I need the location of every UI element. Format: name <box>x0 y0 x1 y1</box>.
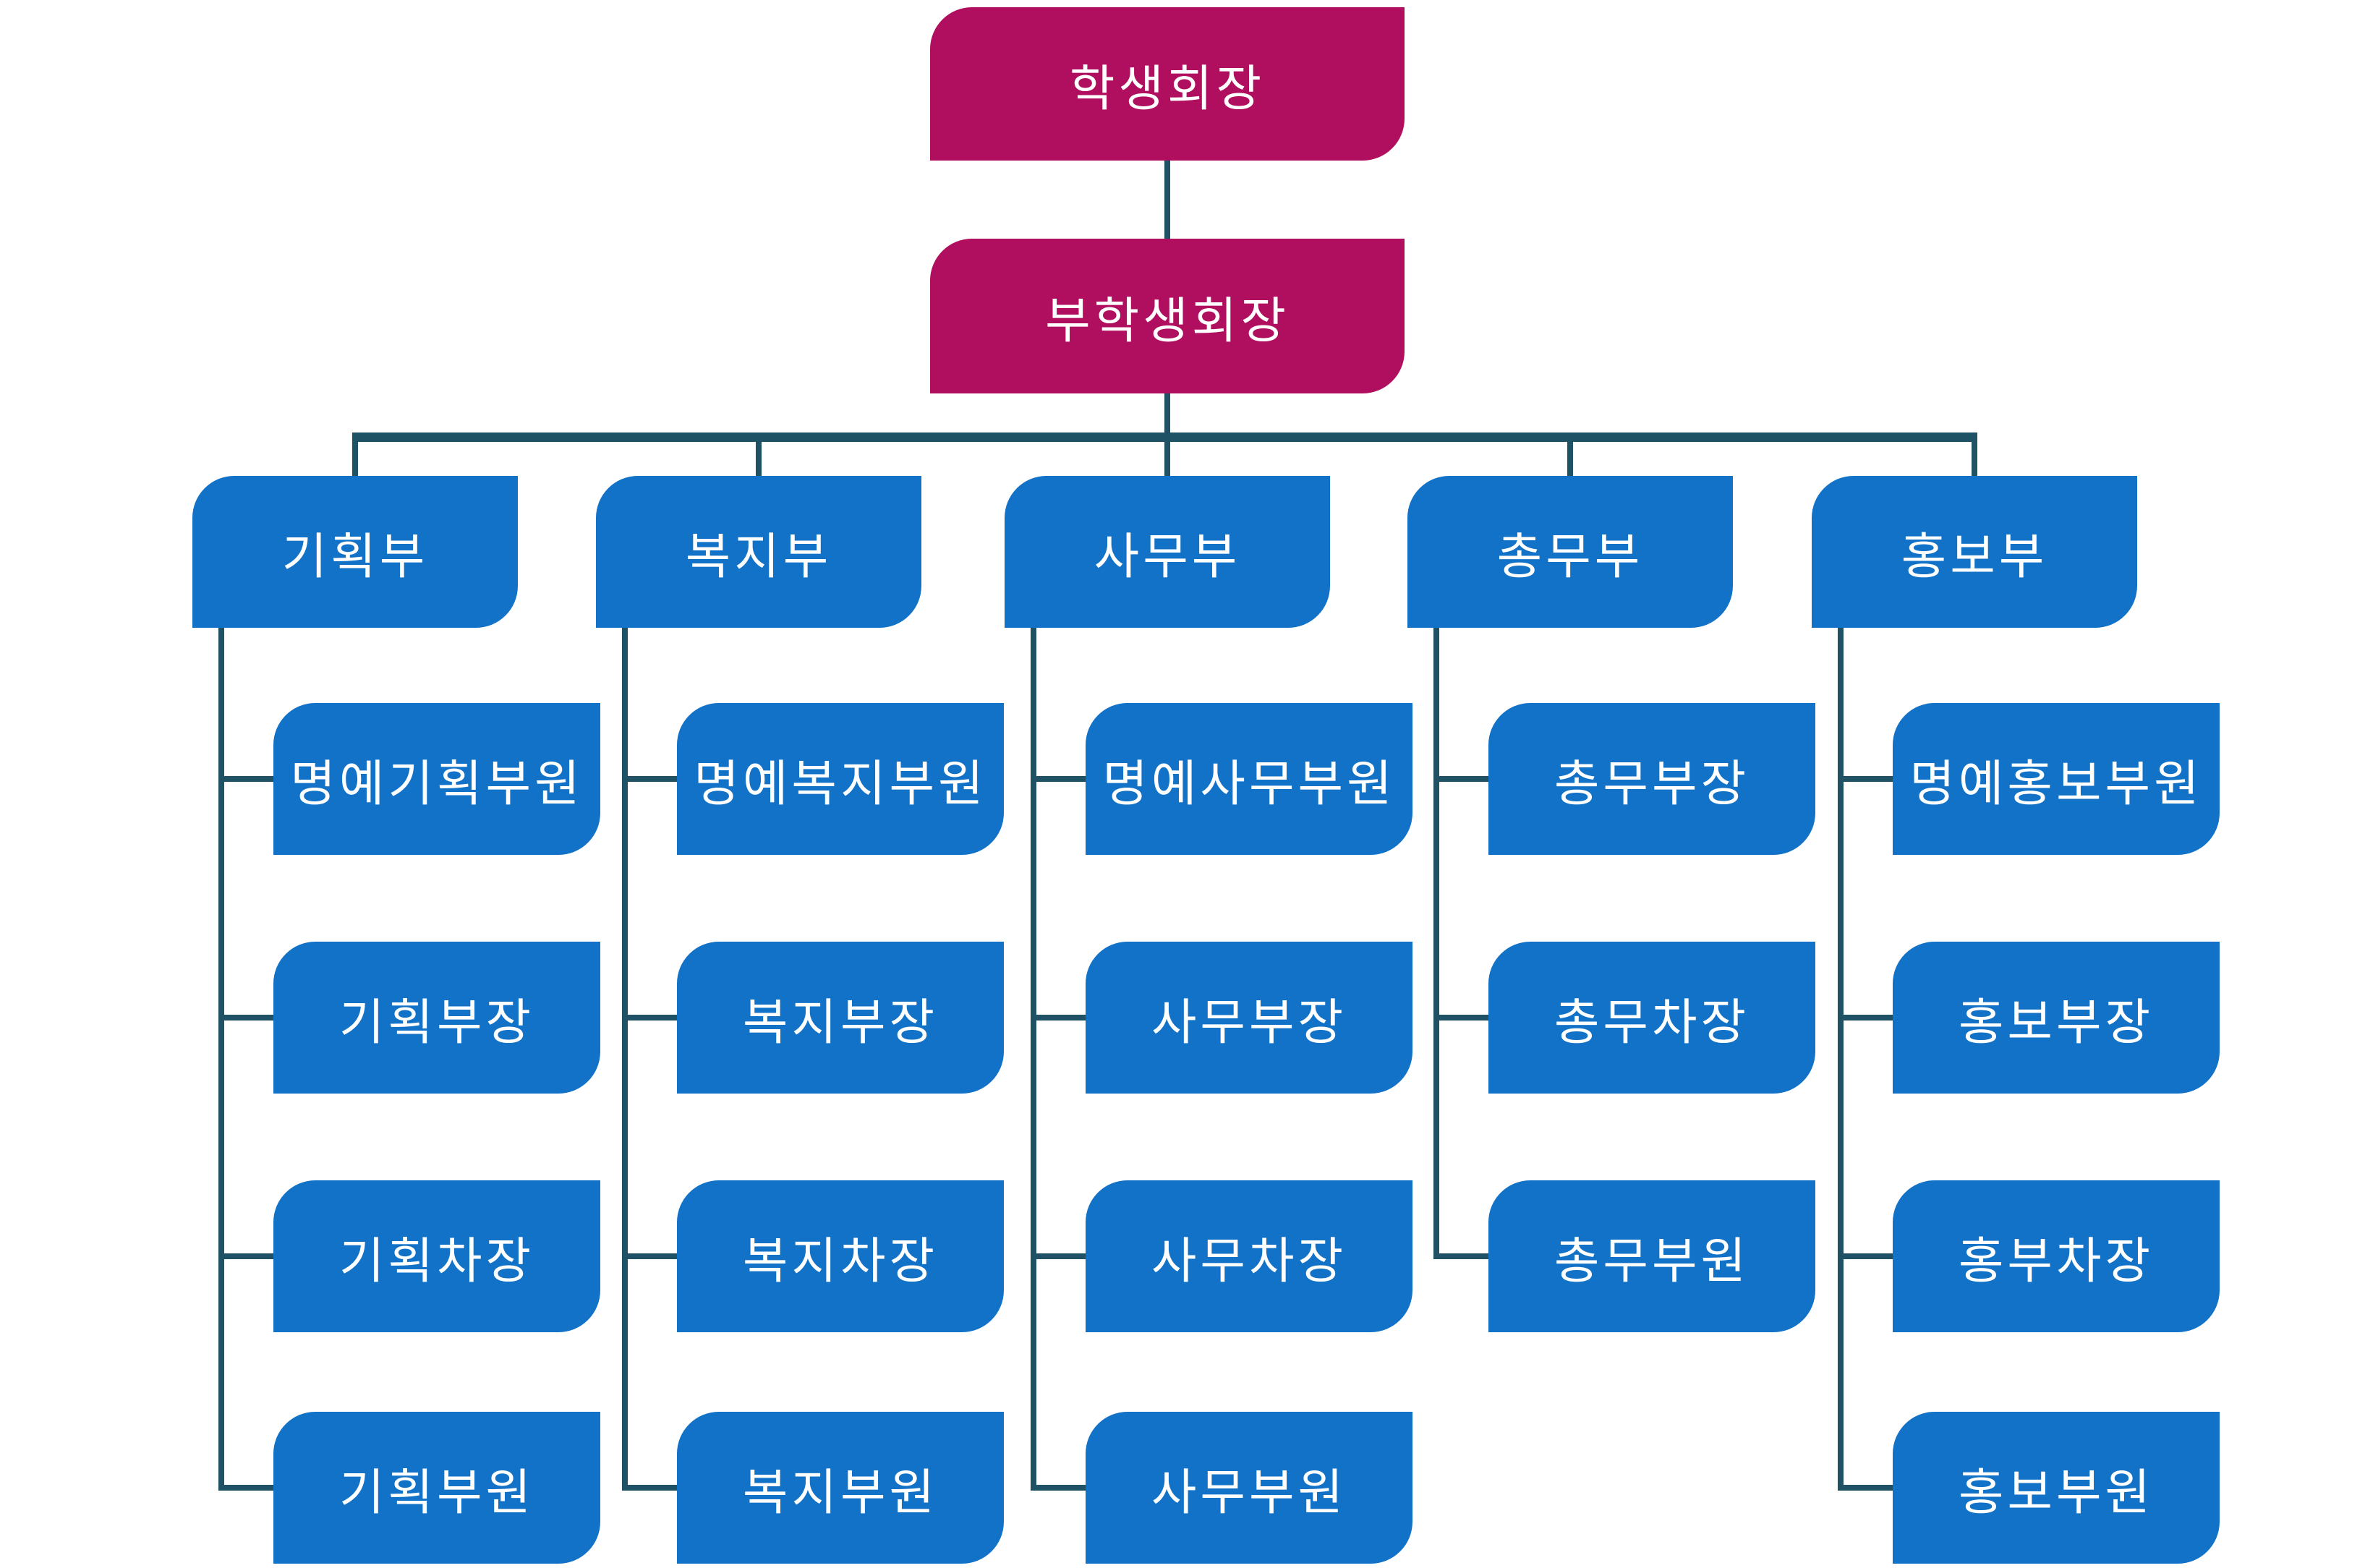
stub-line <box>1433 1253 1488 1259</box>
department-box: 사무부 <box>1005 476 1330 628</box>
member-box: 기획차장 <box>273 1180 600 1332</box>
stub-line <box>1838 776 1893 782</box>
member-box: 명예복지부원 <box>677 703 1004 855</box>
stub-line <box>218 1253 273 1259</box>
department-box: 총무부 <box>1407 476 1733 628</box>
stub-line <box>622 776 677 782</box>
member-box: 홍보부원 <box>1893 1412 2220 1564</box>
stub-line <box>1433 1015 1488 1021</box>
stub-line <box>1433 776 1488 782</box>
member-box: 복지부원 <box>677 1412 1004 1564</box>
member-box: 사무부원 <box>1086 1412 1412 1564</box>
stub-line <box>218 1485 273 1491</box>
member-box: 복지차장 <box>677 1180 1004 1332</box>
header-drop-line <box>1567 433 1573 476</box>
member-box: 총무부장 <box>1488 703 1815 855</box>
member-box: 총무차장 <box>1488 942 1815 1094</box>
member-box: 기획부원 <box>273 1412 600 1564</box>
stub-line <box>1031 1253 1086 1259</box>
member-box: 복지부장 <box>677 942 1004 1094</box>
president-box: 학생회장 <box>930 7 1405 161</box>
member-box: 명예사무부원 <box>1086 703 1412 855</box>
member-box: 홍부차장 <box>1893 1180 2220 1332</box>
stub-line <box>1031 1485 1086 1491</box>
stub-line <box>1031 776 1086 782</box>
column-trunk-line <box>1031 628 1036 1491</box>
member-box: 사무차장 <box>1086 1180 1412 1332</box>
stub-line <box>1031 1015 1086 1021</box>
stub-line <box>1838 1015 1893 1021</box>
member-box: 기획부장 <box>273 942 600 1094</box>
root-connector-line <box>1164 161 1170 239</box>
department-box: 복지부 <box>596 476 921 628</box>
header-drop-line <box>352 433 358 476</box>
vice-drop-line <box>1164 393 1170 433</box>
member-box: 명예기획부원 <box>273 703 600 855</box>
stub-line <box>218 776 273 782</box>
stub-line <box>1838 1485 1893 1491</box>
member-box: 총무부원 <box>1488 1180 1815 1332</box>
column-trunk-line <box>622 628 628 1491</box>
header-drop-line <box>756 433 762 476</box>
department-box: 기획부 <box>192 476 518 628</box>
stub-line <box>622 1253 677 1259</box>
column-trunk-line <box>1838 628 1844 1491</box>
column-trunk-line <box>218 628 224 1491</box>
column-trunk-line <box>1433 628 1439 1259</box>
department-box: 홍보부 <box>1812 476 2137 628</box>
stub-line <box>218 1015 273 1021</box>
member-box: 명예홍보부원 <box>1893 703 2220 855</box>
stub-line <box>1838 1253 1893 1259</box>
stub-line <box>622 1485 677 1491</box>
member-box: 홍보부장 <box>1893 942 2220 1094</box>
member-box: 사무부장 <box>1086 942 1412 1094</box>
header-drop-line <box>1164 433 1170 476</box>
header-drop-line <box>1972 433 1977 476</box>
vice-president-box: 부학생회장 <box>930 239 1405 393</box>
stub-line <box>622 1015 677 1021</box>
